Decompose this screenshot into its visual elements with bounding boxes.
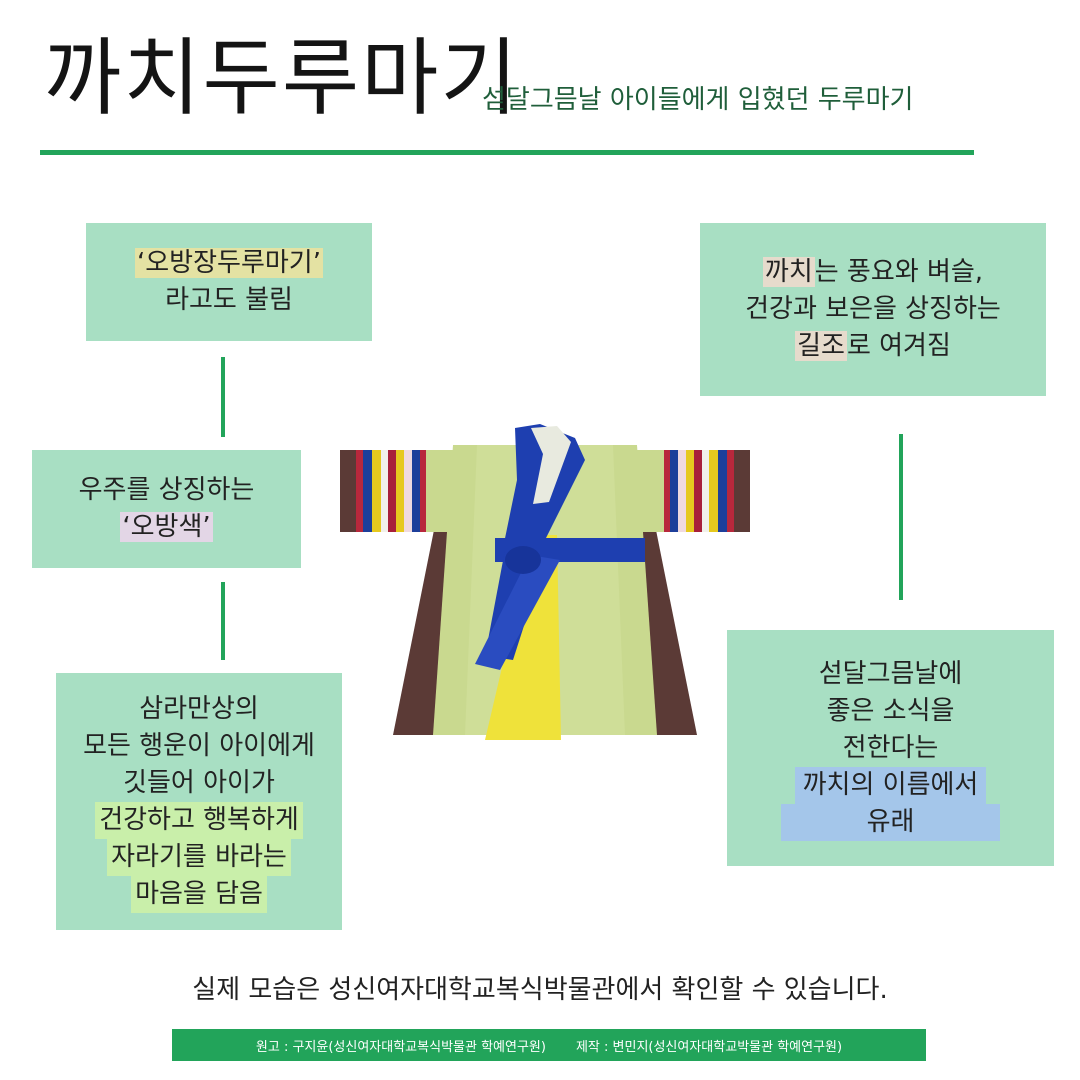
info-box-origin: 섣달그믐날에 좋은 소식을 전한다는 까치의 이름에서 유래 xyxy=(727,630,1054,866)
page-title: 까치두루마기 xyxy=(44,29,520,127)
credit-producer: 제작 : 변민지(성신여자대학교박물관 학예연구원) xyxy=(575,1039,843,1055)
box-text-line: 섣달그믐날에 xyxy=(818,658,963,689)
highlight-giljo: 길조 xyxy=(795,331,847,361)
highlight-line: 건강하고 행복하게 xyxy=(95,801,303,839)
hanbok-robe-illustration xyxy=(340,424,750,740)
connector-line xyxy=(221,357,225,437)
info-box-samra: 삼라만상의 모든 행운이 아이에게 깃들어 아이가 건강하고 행복하게 자라기를… xyxy=(56,673,342,930)
highlight-obang-durumagi: ‘오방장두루마기’ xyxy=(135,248,323,278)
box-text: 로 여겨짐 xyxy=(846,331,951,361)
box-text-line: 모든 행운이 아이에게 xyxy=(83,730,315,761)
highlight-kkachi: 까치 xyxy=(762,257,815,287)
highlight-line: 유래 xyxy=(780,803,1001,841)
credit-bar: 원고 : 구지윤(성신여자대학교복식박물관 학예연구원) 제작 : 변민지(성신… xyxy=(172,1029,926,1061)
info-box-kkachi-symbol: 까치는 풍요와 벼슬, 건강과 보은을 상징하는 길조로 여겨짐 xyxy=(700,223,1046,396)
box-text-line: 좋은 소식을 xyxy=(826,695,955,726)
box-text-line: 삼라만상의 xyxy=(139,693,259,724)
credit-writer: 원고 : 구지윤(성신여자대학교복식박물관 학예연구원) xyxy=(255,1039,546,1055)
left-sleeve xyxy=(340,450,455,532)
highlight-line: 자라기를 바라는 xyxy=(107,838,291,876)
info-box-obang-durumagi: ‘오방장두루마기’ 라고도 불림 xyxy=(86,223,372,341)
info-box-obangsaek: 우주를 상징하는 ‘오방색’ xyxy=(32,450,301,568)
footer-note: 실제 모습은 성신여자대학교복식박물관에서 확인할 수 있습니다. xyxy=(192,975,888,1005)
highlight-obangsaek: ‘오방색’ xyxy=(120,512,213,542)
box-text: 는 풍요와 벼슬, xyxy=(814,257,984,287)
title-underline xyxy=(40,150,974,155)
box-text-line: 깃들어 아이가 xyxy=(123,767,275,798)
page-subtitle: 섣달그믐날 아이들에게 입혔던 두루마기 xyxy=(482,85,914,115)
highlight-line: 마음을 담음 xyxy=(131,875,267,913)
box-text-line: 라고도 불림 xyxy=(165,285,293,315)
connector-line xyxy=(899,434,903,600)
box-text-line: 우주를 상징하는 xyxy=(78,475,255,505)
right-sleeve xyxy=(635,450,750,532)
connector-line xyxy=(221,582,225,660)
box-text-line: 건강과 보은을 상징하는 xyxy=(745,294,1001,324)
highlight-line: 까치의 이름에서 xyxy=(794,766,987,804)
box-text-line: 전한다는 xyxy=(842,732,939,763)
